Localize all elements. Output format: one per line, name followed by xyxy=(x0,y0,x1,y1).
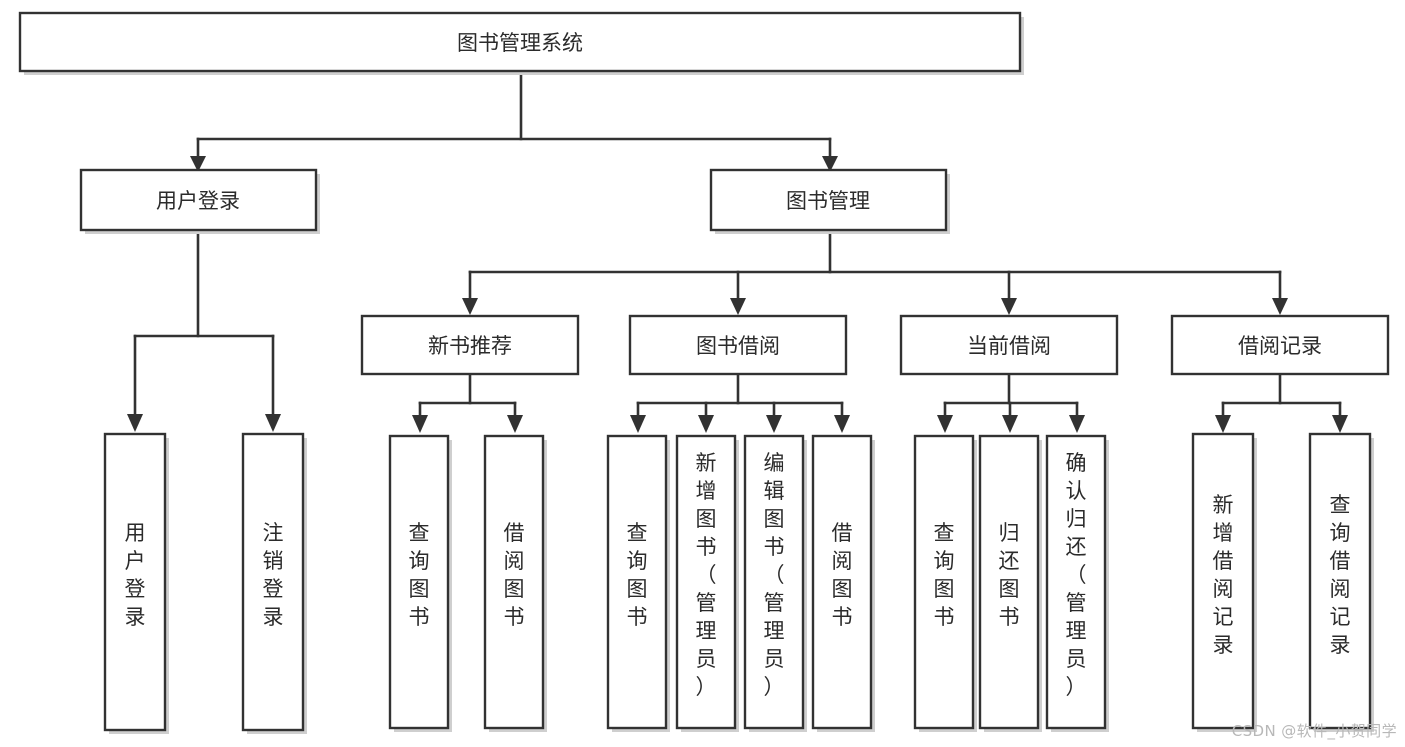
arrow-cb-leaf-1 xyxy=(937,415,953,433)
node-current-borrow-box[interactable] xyxy=(899,314,1119,376)
leaf-user-login[interactable]: 用户登录 xyxy=(103,432,169,734)
node-book-management-label: 图书管理 xyxy=(786,189,870,213)
leaf-borrow-book-1[interactable]: 借阅图书 xyxy=(483,434,547,732)
arrow-bm-to-new-book-recommend xyxy=(462,298,478,315)
leaf-return-book[interactable]: 归还图书 xyxy=(978,434,1042,732)
leaf-confirm-return-label: 确认归还（管理员） xyxy=(1066,451,1087,699)
node-root-box[interactable] xyxy=(18,11,1022,73)
arrow-bb-leaf-4 xyxy=(834,415,850,433)
node-user-login-box[interactable] xyxy=(79,168,318,232)
arrow-cb-leaf-2 xyxy=(1002,415,1018,433)
leaf-query-book-3-label: 查询图书 xyxy=(934,521,955,629)
node-book-management-box[interactable] xyxy=(709,168,948,232)
leaf-query-book-1-label: 查询图书 xyxy=(409,521,430,629)
leaf-logout-login[interactable]: 注销登录 xyxy=(241,432,307,734)
leaf-query-record-box[interactable] xyxy=(1308,432,1372,730)
arrow-nbr-leaf-1 xyxy=(412,415,428,433)
node-borrow-record[interactable]: 借阅记录 xyxy=(1170,314,1390,376)
arrow-bb-leaf-2 xyxy=(698,415,714,433)
leaf-edit-book-box[interactable] xyxy=(743,434,805,730)
node-new-book-recommend-box[interactable] xyxy=(360,314,580,376)
leaf-user-login-label: 用户登录 xyxy=(125,521,146,629)
arrow-root-to-user-login xyxy=(190,156,206,172)
node-user-login[interactable]: 用户登录 xyxy=(79,168,320,234)
leaf-logout-login-label: 注销登录 xyxy=(263,521,284,629)
arrow-bm-to-book-borrow xyxy=(730,298,746,315)
leaf-edit-book[interactable]: 编辑图书（管理员） xyxy=(743,434,807,732)
leaf-add-record-label: 新增借阅记录 xyxy=(1213,493,1234,657)
leaf-query-book-1[interactable]: 查询图书 xyxy=(388,434,452,732)
node-user-login-label: 用户登录 xyxy=(156,189,240,213)
node-book-borrow[interactable]: 图书借阅 xyxy=(628,314,848,376)
arrow-root-to-book-management xyxy=(822,156,838,172)
leaf-add-book-box[interactable] xyxy=(675,434,737,730)
leaf-query-book-3-box[interactable] xyxy=(913,434,975,730)
leaf-query-book-2-box[interactable] xyxy=(606,434,668,730)
leaf-add-book[interactable]: 新增图书（管理员） xyxy=(675,434,739,732)
leaf-add-record[interactable]: 新增借阅记录 xyxy=(1191,432,1257,732)
arrow-br-leaf-1 xyxy=(1215,415,1231,433)
node-current-borrow-label: 当前借阅 xyxy=(967,334,1051,358)
arrow-cb-leaf-3 xyxy=(1069,415,1085,433)
leaf-return-book-label: 归还图书 xyxy=(999,521,1020,629)
leaf-borrow-book-2-box[interactable] xyxy=(811,434,873,730)
node-root[interactable]: 图书管理系统 xyxy=(18,11,1024,75)
leaf-add-record-box[interactable] xyxy=(1191,432,1255,730)
node-new-book-recommend-label: 新书推荐 xyxy=(428,334,512,358)
leaf-query-book-1-box[interactable] xyxy=(388,434,450,730)
node-root-label: 图书管理系统 xyxy=(457,31,583,55)
leaf-confirm-return-box[interactable] xyxy=(1045,434,1107,730)
leaf-borrow-book-2-label: 借阅图书 xyxy=(832,521,853,629)
arrow-bm-to-borrow-record xyxy=(1272,298,1288,315)
leaf-query-book-2[interactable]: 查询图书 xyxy=(606,434,670,732)
arrow-bb-leaf-3 xyxy=(766,415,782,433)
leaf-user-login-box[interactable] xyxy=(103,432,167,732)
leaf-borrow-book-2[interactable]: 借阅图书 xyxy=(811,434,875,732)
node-new-book-recommend[interactable]: 新书推荐 xyxy=(360,314,580,376)
arrow-br-leaf-2 xyxy=(1332,415,1348,433)
leaf-borrow-book-1-label: 借阅图书 xyxy=(504,521,525,629)
arrow-user-login-leaf-1 xyxy=(127,414,143,432)
node-current-borrow[interactable]: 当前借阅 xyxy=(899,314,1119,376)
leaf-query-record-label: 查询借阅记录 xyxy=(1330,493,1351,657)
leaf-confirm-return[interactable]: 确认归还（管理员） xyxy=(1045,434,1109,732)
leaf-query-book-2-label: 查询图书 xyxy=(627,521,648,629)
arrow-user-login-leaf-2 xyxy=(265,414,281,432)
csdn-watermark: CSDN @软件_小贺同学 xyxy=(1231,722,1397,740)
leaf-logout-login-box[interactable] xyxy=(241,432,305,732)
leaf-borrow-book-1-box[interactable] xyxy=(483,434,545,730)
leaf-query-record[interactable]: 查询借阅记录 xyxy=(1308,432,1374,732)
node-borrow-record-box[interactable] xyxy=(1170,314,1390,376)
leaf-add-book-label: 新增图书（管理员） xyxy=(696,451,717,699)
node-book-borrow-label: 图书借阅 xyxy=(696,334,780,358)
arrow-nbr-leaf-2 xyxy=(507,415,523,433)
arrow-bm-to-current-borrow xyxy=(1001,298,1017,315)
node-borrow-record-label: 借阅记录 xyxy=(1238,334,1322,358)
arrow-bb-leaf-1 xyxy=(630,415,646,433)
leaf-query-book-3[interactable]: 查询图书 xyxy=(913,434,977,732)
node-book-borrow-box[interactable] xyxy=(628,314,848,376)
node-book-management[interactable]: 图书管理 xyxy=(709,168,950,234)
connector-layer xyxy=(127,71,1348,433)
leaf-edit-book-label: 编辑图书（管理员） xyxy=(764,451,785,699)
leaf-return-book-box[interactable] xyxy=(978,434,1040,730)
